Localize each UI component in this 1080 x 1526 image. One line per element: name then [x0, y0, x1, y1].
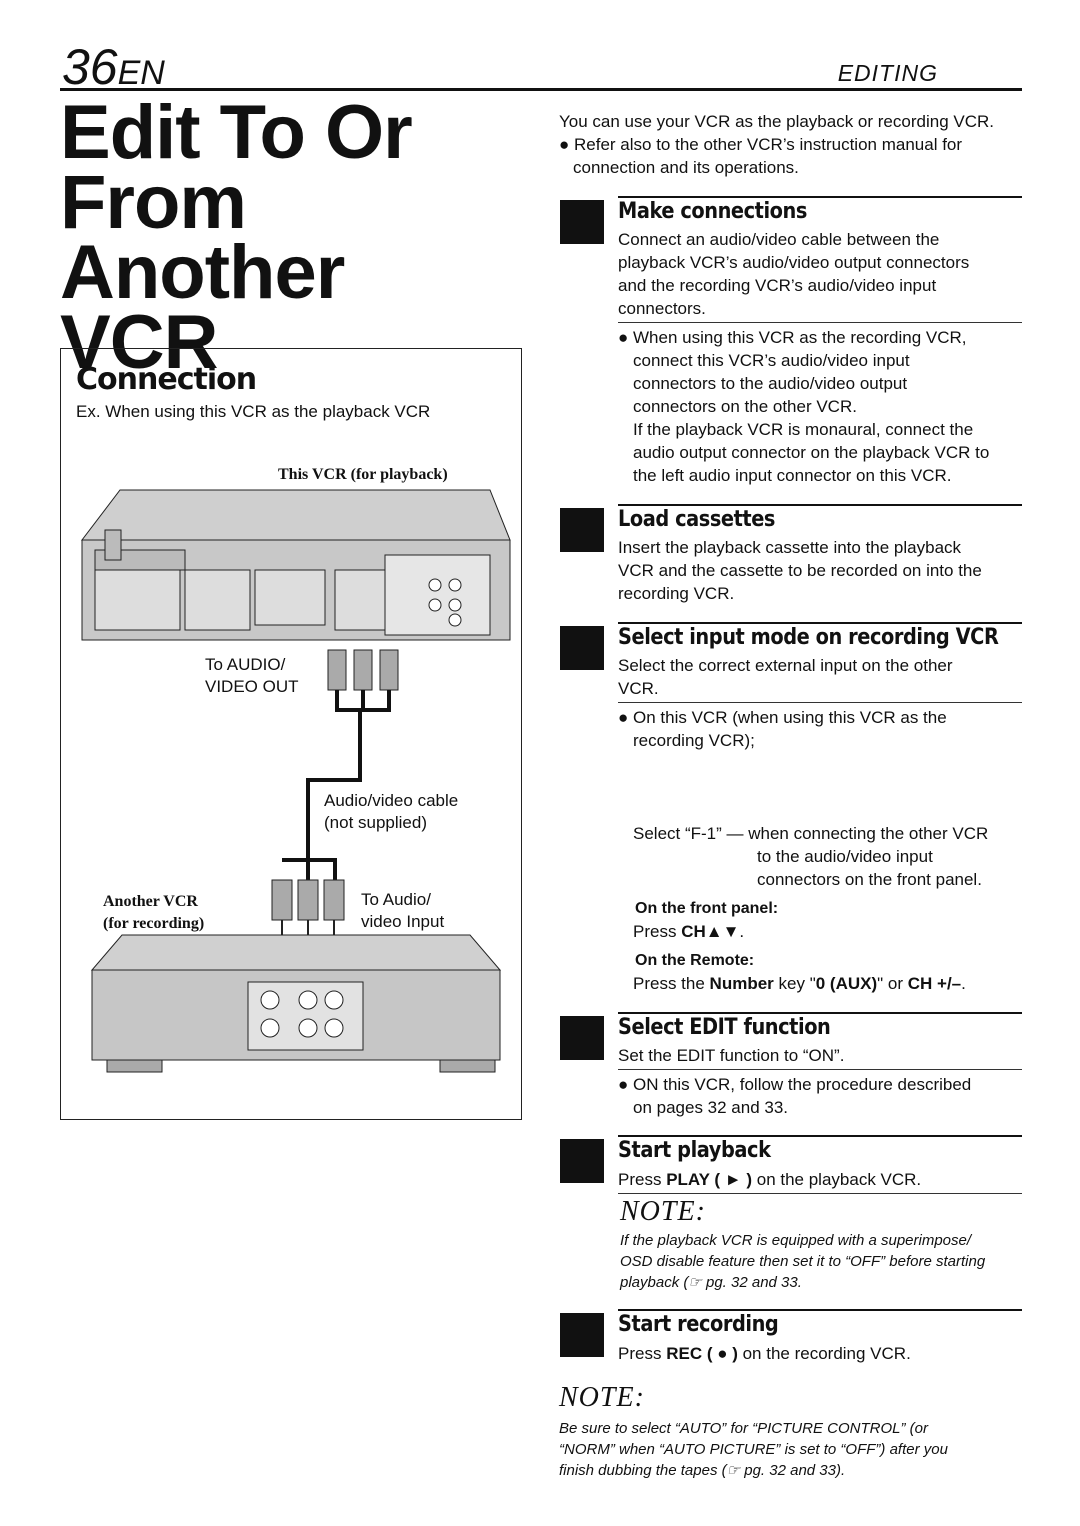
step1-heading: Make connections: [618, 199, 807, 224]
step5-divider: [618, 1193, 1022, 1194]
top-plugs: [327, 649, 399, 691]
step5-text: Press PLAY ( ► ) on the playback VCR.: [618, 1170, 922, 1189]
step3-divider: [618, 702, 1022, 703]
cable-label: Audio/video cable(not supplied): [324, 791, 459, 832]
step3-text: Select the correct external input on the…: [618, 656, 953, 698]
step3-select-2: to the audio/video input: [757, 847, 933, 866]
step4-rule: [618, 1012, 1022, 1014]
step6-text: Press REC ( ● ) on the recording VCR.: [618, 1344, 911, 1363]
front-panel-heading: On the front panel:: [635, 900, 779, 917]
playback-vcr: [80, 489, 511, 641]
step5-heading: Start playback: [618, 1138, 771, 1163]
step3-select-3: connectors on the front panel.: [757, 870, 982, 889]
connection-diagram: [80, 489, 511, 1073]
step1-marker: [560, 200, 604, 244]
step1-bullet: ● When using this VCR as the recording V…: [618, 328, 990, 485]
step5-rule: [618, 1135, 1022, 1137]
connection-heading: Connection: [76, 362, 257, 397]
step6-heading: Start recording: [618, 1312, 779, 1337]
note1-heading: NOTE:: [620, 1196, 706, 1227]
step3-marker: [560, 626, 604, 670]
to-av-out-label: To AUDIO/VIDEO OUT: [205, 655, 299, 696]
step6-marker: [560, 1313, 604, 1357]
intro-bullet-cont: connection and its operations.: [573, 158, 799, 177]
step2-rule: [618, 504, 1022, 506]
to-av-input-label: To Audio/video Input: [361, 890, 445, 931]
step2-marker: [560, 508, 604, 552]
remote-heading: On the Remote:: [635, 952, 755, 969]
step1-rule: [618, 196, 1022, 198]
another-vcr-label: Another VCR(for recording): [103, 893, 205, 932]
intro-bullet: ● Refer also to the other VCR’s instruct…: [559, 135, 963, 154]
step2-text: Insert the playback cassette into the pl…: [618, 538, 982, 603]
note2-heading: NOTE:: [559, 1382, 645, 1413]
step3-rule: [618, 622, 1022, 624]
step3-bullet: ● On this VCR (when using this VCR as th…: [618, 708, 947, 750]
header-rule: [60, 88, 1022, 91]
step4-bullet: ● ON this VCR, follow the procedure desc…: [618, 1075, 972, 1117]
step1-divider: [618, 322, 1022, 323]
connection-subtitle: Ex. When using this VCR as the playback …: [76, 402, 431, 421]
section-label: EDITING: [837, 60, 938, 86]
page-number: 36EN: [62, 39, 165, 95]
remote-press: Press the Number key "0 (AUX)" or CH +/–…: [633, 974, 966, 993]
front-panel-press: Press CH▲▼.: [633, 922, 745, 941]
step4-divider: [618, 1069, 1022, 1070]
connection-box: [60, 348, 522, 1120]
step1-text: Connect an audio/video cable between the…: [618, 230, 970, 318]
this-vcr-label: This VCR (for playback): [278, 466, 448, 483]
av-cable: [282, 690, 391, 880]
note2-text: Be sure to select “AUTO” for “PICTURE CO…: [559, 1420, 948, 1479]
recording-vcr: [90, 934, 502, 1073]
note1-text: If the playback VCR is equipped with a s…: [620, 1232, 986, 1291]
step4-heading: Select EDIT function: [618, 1015, 831, 1040]
step6-rule: [618, 1309, 1022, 1311]
intro-text: You can use your VCR as the playback or …: [559, 112, 994, 131]
step5-marker: [560, 1139, 604, 1183]
page-title: Edit To Or From Another VCR: [60, 90, 413, 385]
step4-marker: [560, 1016, 604, 1060]
step3-select-1: Select “F-1” — when connecting the other…: [633, 824, 989, 843]
step4-text: Set the EDIT function to “ON”.: [618, 1046, 845, 1065]
step2-heading: Load cassettes: [618, 507, 776, 532]
step3-heading: Select input mode on recording VCR: [618, 625, 999, 650]
